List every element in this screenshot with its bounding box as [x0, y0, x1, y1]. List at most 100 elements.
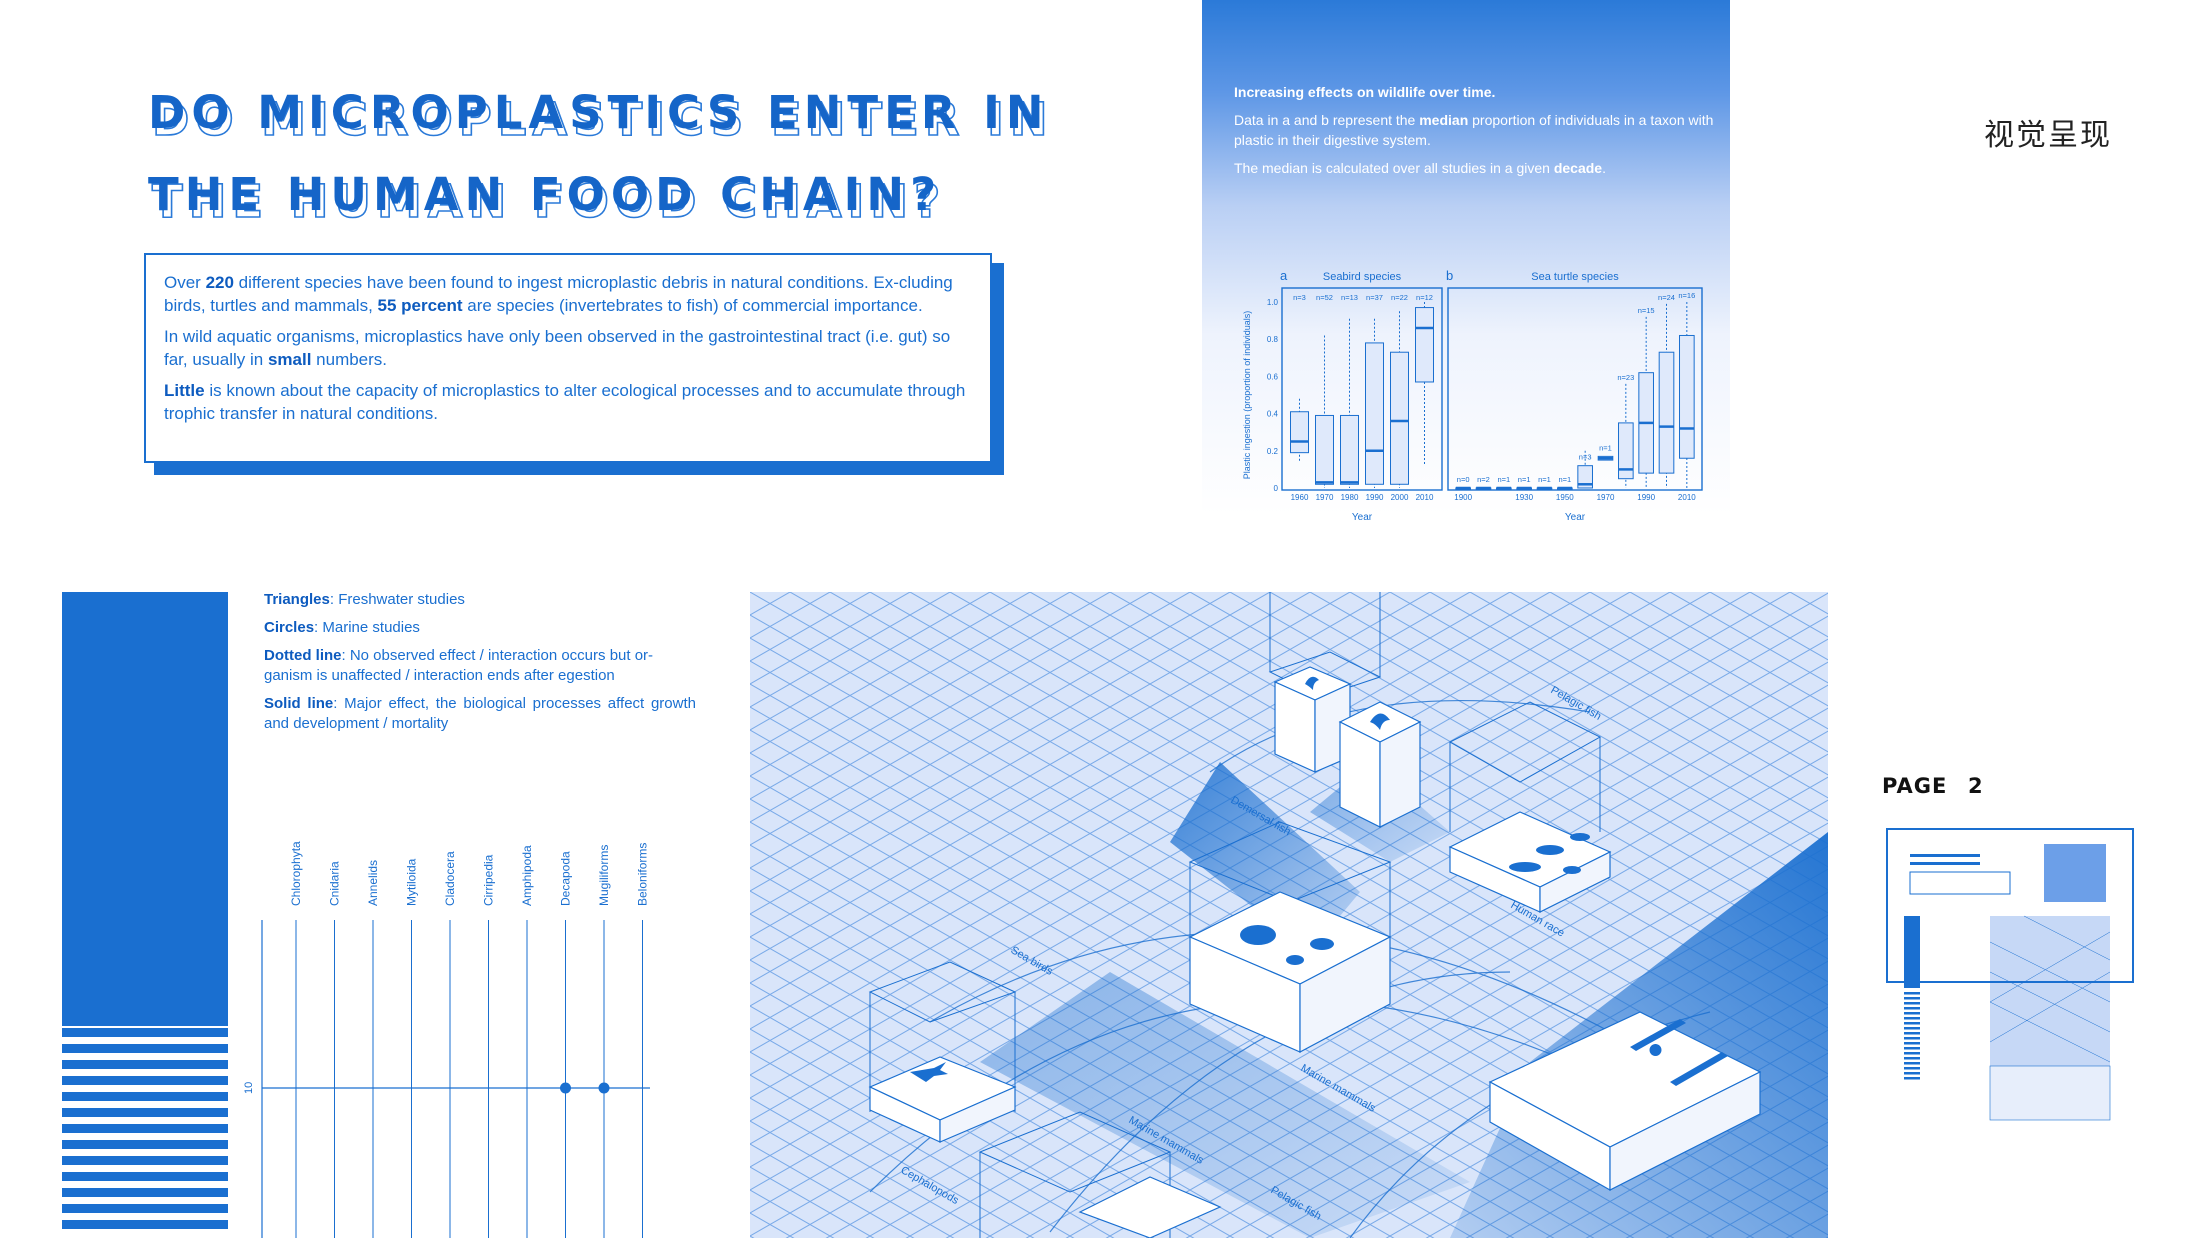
n-label: n=37 [1366, 293, 1383, 302]
plot-frame [1281, 287, 1443, 491]
column-label: Mugiliforms [597, 845, 611, 906]
thumb-stripe [1904, 997, 1920, 1000]
n-label: n=3 [1579, 453, 1592, 462]
x-tick-label: 2010 [1678, 493, 1696, 502]
intro-paragraph-3: Little is known about the capacity of mi… [164, 381, 966, 423]
title-shadow: DO MICROPLASTICS ENTER IN [151, 93, 1054, 146]
x-tick-label: 1990 [1637, 493, 1655, 502]
wildlife-chart-panel: Increasing effects on wildlife over time… [1202, 0, 1730, 520]
thumb-stripe [1904, 1067, 1920, 1070]
box-2010: n=12 2010 [1415, 293, 1434, 502]
thumb-stripe [1904, 1077, 1920, 1080]
thumb-stripe [1904, 1072, 1920, 1075]
y-tick-label: 10 [243, 1082, 255, 1094]
box-1940: n=1 [1536, 475, 1553, 490]
thumbnail-viewport-frame[interactable] [1886, 828, 2134, 983]
bird-icon [1370, 713, 1390, 730]
title-text: THE HUMAN FOOD CHAIN? [148, 168, 943, 221]
x-tick-label: 2010 [1416, 493, 1434, 502]
legend-circles: Circles: Marine studies [264, 619, 420, 636]
x-tick-label: 1970 [1597, 493, 1615, 502]
box-iqr [1365, 342, 1384, 485]
column-label: Mytiloida [405, 858, 419, 906]
stripe [62, 1076, 228, 1085]
n-label: n=0 [1457, 475, 1470, 484]
box-iqr [1340, 414, 1359, 485]
intro-paragraph-2: In wild aquatic organisms, microplastics… [164, 327, 951, 369]
thumb-stripe [1904, 1042, 1920, 1045]
intro-paragraph-1: Over 220 different species have been fou… [164, 273, 953, 315]
n-label: n=13 [1341, 293, 1358, 302]
page-title-line-2: THE HUMAN FOOD CHAIN? THE HUMAN FOOD CHA… [148, 172, 942, 225]
legend-dotted: Dotted line: No observed effect / intera… [264, 647, 654, 684]
n-label: n=1 [1558, 475, 1571, 484]
chart-panel-desc-1: Data in a and b represent the median pro… [1234, 112, 1714, 148]
page-thumbnail[interactable] [1904, 842, 2114, 1134]
title-shadow: THE HUMAN FOOD CHAIN? [151, 175, 947, 228]
column-label: Decapoda [559, 851, 573, 906]
n-label: n=22 [1391, 293, 1408, 302]
column-label: Cirripedia [482, 854, 496, 906]
thumb-stripe [1904, 1002, 1920, 1005]
x-axis-label: Year [1565, 512, 1586, 520]
box-1960: n=3 [1577, 450, 1593, 489]
column-label: Chlorophyta [289, 841, 303, 906]
panel-title: Sea turtle species [1531, 271, 1619, 283]
stripe [62, 1044, 228, 1053]
box-iqr [1415, 307, 1434, 383]
thumb-stripe [1904, 1022, 1920, 1025]
y-tick-label: 0.8 [1267, 335, 1279, 344]
x-tick-label: 1900 [1454, 493, 1472, 502]
page-label: PAGE [1882, 774, 1948, 798]
stripe [62, 1140, 228, 1149]
box-1980: n=23 [1617, 373, 1634, 488]
column-label: Beloniforms [636, 843, 650, 906]
thumb-stripe [1904, 1052, 1920, 1055]
bird-icon [1305, 676, 1319, 690]
column-label: Amphipoda [520, 845, 534, 906]
y-tick-label: 0 [1274, 484, 1279, 493]
x-tick-label: 1930 [1515, 493, 1533, 502]
y-axis-label: Plastic ingestion (proportion of individ… [1242, 311, 1252, 480]
legend-solid: Solid line: Major effect, the biological… [264, 695, 696, 732]
seal-icon [910, 1062, 948, 1082]
box-iqr [1679, 334, 1695, 459]
box-iqr [1315, 414, 1334, 485]
legend-triangles: Triangles: Freshwater studies [264, 591, 465, 608]
y-tick-label: 0.6 [1267, 372, 1279, 381]
stripe [62, 1092, 228, 1101]
stripe [62, 1220, 228, 1229]
thumb-stripe [1904, 1047, 1920, 1050]
panel-title: Seabird species [1323, 271, 1402, 283]
n-label: n=12 [1416, 293, 1433, 302]
stripe [62, 1108, 228, 1117]
n-label: n=1 [1497, 475, 1510, 484]
box-iqr [1290, 411, 1309, 454]
box-iqr [1618, 422, 1634, 480]
fish-icon [1570, 833, 1590, 841]
n-label: n=52 [1316, 293, 1333, 302]
thumbnail-preview [1904, 842, 2114, 1134]
stripe [62, 1060, 228, 1069]
human-icon [1630, 1019, 1686, 1056]
n-label: n=3 [1293, 293, 1306, 302]
solid-boxes [868, 666, 1762, 1238]
n-label: n=16 [1678, 291, 1695, 300]
left-color-bar [62, 592, 228, 1026]
n-label: n=1 [1538, 475, 1551, 484]
stripe [62, 1156, 228, 1165]
thumb-stripe [1904, 1037, 1920, 1040]
legend: Triangles: Freshwater studies Circles: M… [264, 590, 696, 742]
mammal-shadow [980, 972, 1470, 1238]
y-tick-label: 0.2 [1267, 447, 1279, 456]
thumb-stripe [1904, 1062, 1920, 1065]
stripe [62, 1204, 228, 1213]
x-tick-label: 2000 [1391, 493, 1409, 502]
